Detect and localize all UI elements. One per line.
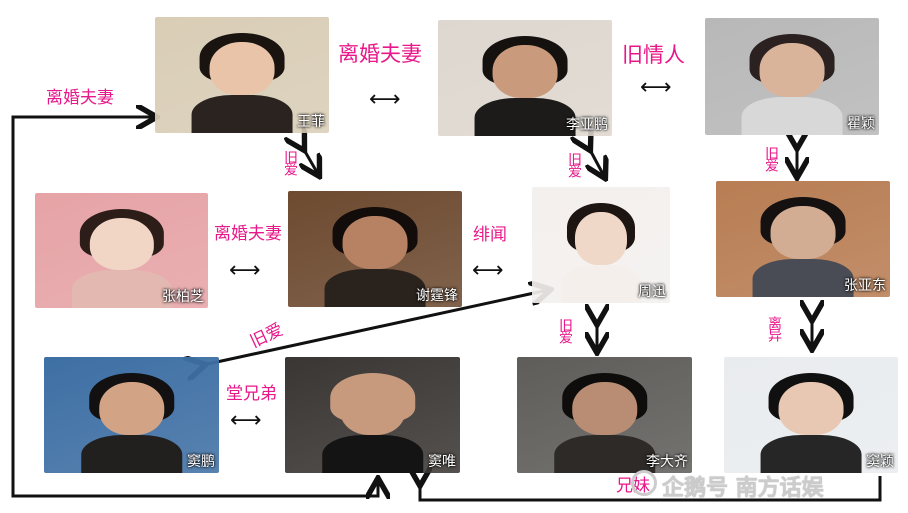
photo-zhangyadong: 张亚东 — [716, 181, 890, 297]
person-name: 窦颖 — [866, 454, 894, 470]
line-wangfei-xietingfeng — [303, 148, 318, 174]
label-wangfei-douwei: 离婚夫妻 — [46, 88, 114, 108]
portrait-figure — [71, 209, 172, 308]
arrow-doupeng-douwei: ⟷ — [230, 408, 262, 433]
arrow-wangfei-liyapeng: ⟷ — [369, 87, 401, 112]
portrait-figure — [560, 203, 642, 303]
person-name: 李亚鹏 — [566, 117, 608, 133]
label-wangfei-xietingfeng: 旧爱 — [282, 150, 298, 174]
photo-xietingfeng: 谢霆锋 — [288, 191, 462, 307]
photo-wangfei: 王菲 — [155, 17, 329, 133]
portrait-figure — [474, 36, 576, 136]
photo-lidaqi: 李大齐 — [517, 357, 692, 473]
portrait-figure — [752, 197, 854, 297]
portrait-figure — [80, 373, 183, 473]
photo-douwei: 窦唯 — [285, 357, 460, 473]
label-liyapeng-quying: 旧情人 — [622, 43, 685, 67]
person-name: 瞿颖 — [847, 116, 875, 132]
person-name: 谢霆锋 — [416, 288, 458, 304]
label-doupeng-douwei: 堂兄弟 — [226, 384, 277, 404]
watermark: 企鹅号 南方话娱 — [662, 476, 824, 501]
label-xietingfeng-zhouxun: 绯闻 — [473, 225, 507, 245]
photo-liyapeng: 李亚鹏 — [438, 20, 612, 136]
label-zhouxun-lidaqi: 旧爱 — [557, 318, 573, 342]
arrow-xietingfeng-zhouxun: ⟷ — [472, 258, 504, 283]
portrait-figure — [191, 33, 293, 133]
arrow-liyapeng-quying: ⟷ — [640, 75, 672, 100]
photo-zhangbozhi: 张柏芝 — [35, 193, 208, 308]
person-name: 周迅 — [638, 284, 666, 300]
person-name: 窦鹏 — [187, 454, 215, 470]
person-name: 李大齐 — [646, 454, 688, 470]
person-name: 张亚东 — [844, 278, 886, 294]
portrait-figure — [760, 373, 862, 473]
label-wangfei-liyapeng: 离婚夫妻 — [338, 42, 422, 66]
photo-douying: 窦颖 — [724, 357, 898, 473]
photo-zhouxun: 周迅 — [532, 187, 670, 303]
photo-doupeng: 窦鹏 — [44, 357, 219, 473]
label-zhangbozhi-xietingfeng: 离婚夫妻 — [214, 224, 282, 244]
portrait-figure — [324, 207, 426, 307]
portrait-figure — [553, 373, 656, 473]
line-liyapeng-zhouxun — [589, 148, 604, 176]
label-zhangyadong-douying: 离异 — [766, 316, 782, 340]
person-name: 窦唯 — [428, 454, 456, 470]
person-name: 王菲 — [297, 114, 325, 130]
portrait-figure — [321, 373, 424, 473]
person-name: 张柏芝 — [162, 289, 204, 305]
penguin-logo-icon — [631, 470, 657, 496]
portrait-figure — [741, 34, 843, 135]
label-liyapeng-zhouxun: 旧爱 — [566, 152, 582, 176]
line-douwei-douying — [420, 476, 882, 502]
label-quying-zhangyadong: 旧爱 — [763, 146, 779, 170]
photo-quying: 瞿颖 — [705, 18, 879, 135]
line-zhouxun-doupeng — [203, 290, 548, 365]
arrow-zhangbozhi-xietingfeng: ⟷ — [229, 258, 261, 283]
